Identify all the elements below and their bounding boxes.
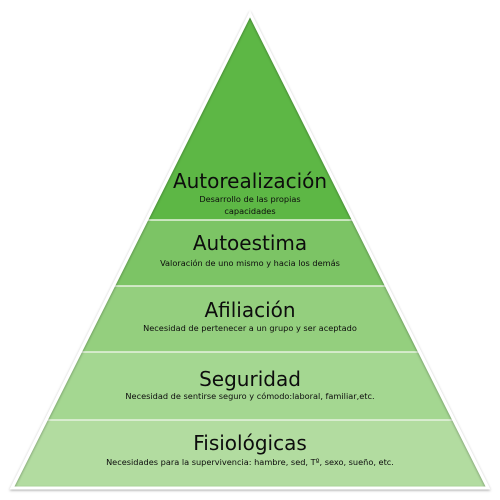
level-description-autoestima-line-1: Valoración de uno mismo y hacia los demá… <box>160 258 340 268</box>
pyramid-band-seguridad <box>46 352 454 420</box>
level-description-afiliacion-line-1: Necesidad de pertenecer a un grupo y ser… <box>143 323 357 333</box>
level-description-fisiologicas-line-1: Necesidades para la supervivencia: hambr… <box>106 457 394 467</box>
pyramid-band-fisiologicas <box>12 420 488 488</box>
level-description-seguridad-line-1: Necesidad de sentirse seguro y cómodo:la… <box>125 391 374 401</box>
level-title-afiliacion: Afiliación <box>204 298 295 322</box>
level-title-autorealizacion: Autorealización <box>173 169 327 193</box>
pyramid-outline <box>9 10 491 490</box>
pyramid-band-autoestima <box>113 220 387 286</box>
level-description-autorealizacion-line-2: capacidades <box>224 206 275 216</box>
pyramid-band-afiliacion <box>80 286 420 352</box>
level-title-fisiologicas: Fisiológicas <box>193 431 307 455</box>
level-title-autoestima: Autoestima <box>193 231 307 255</box>
level-title-seguridad: Seguridad <box>199 367 301 391</box>
level-description-autorealizacion-line-1: Desarrollo de las propias <box>199 194 300 204</box>
pyramid-bands <box>12 14 488 488</box>
pyramid-band-autorealizacion <box>146 14 354 220</box>
